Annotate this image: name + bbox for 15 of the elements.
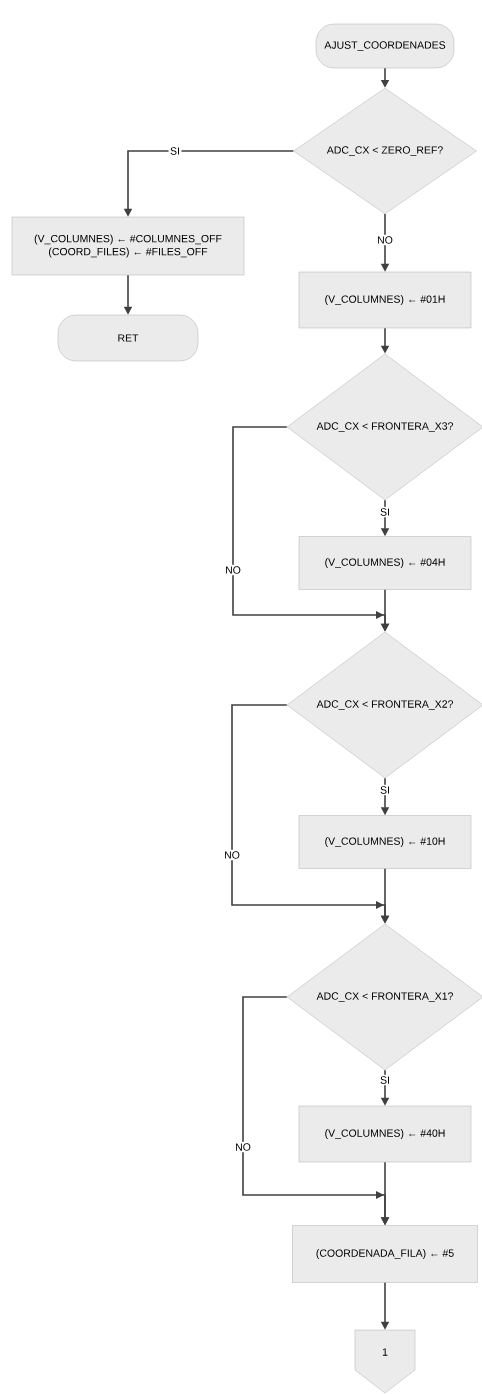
edge-label: NO [223,564,243,576]
off-page-connector: 1 [354,1329,416,1394]
edge-label: SI [378,1074,392,1086]
edge-label: SI [378,784,392,796]
process-box: (V_COLUMNES) ← #40H [298,1105,472,1163]
edge-label: SI [168,145,182,157]
edge-label: NO [375,234,395,246]
edge-label: NO [222,849,242,861]
process-box: (V_COLUMNES) ← #10H [298,815,472,869]
process-box: (V_COLUMNES) ← #04H [298,536,472,590]
process-box: (COORDENADA_FILA) ← #5 [292,1225,478,1283]
edge-label: NO [233,1141,253,1153]
process-box: (V_COLUMNES) ← #COLUMNES_OFF (COORD_FILES) ← #FILES_OFF [11,216,245,276]
process-box: (V_COLUMNES) ← #01H [298,271,472,329]
edge-label: SI [378,506,392,518]
